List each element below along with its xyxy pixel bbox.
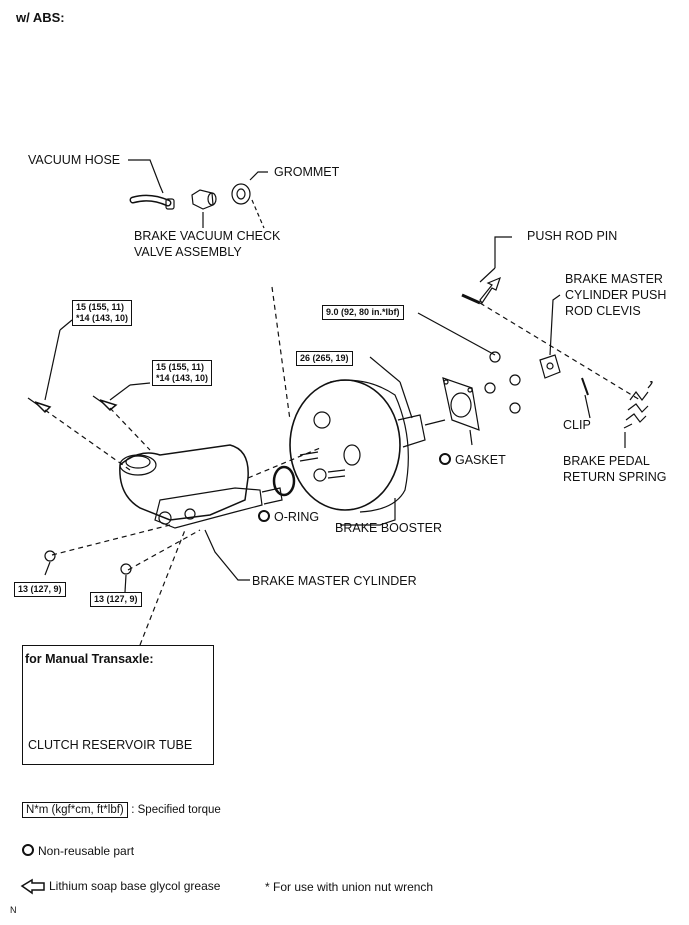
torque-spec-6: 13 (127, 9)	[90, 592, 142, 607]
clevis-label-1: BRAKE MASTER	[565, 272, 663, 286]
gasket-drawing	[442, 377, 480, 431]
torque-spec-5: 13 (127, 9)	[14, 582, 66, 597]
gasket-label: GASKET	[439, 453, 506, 468]
nonreusable-legend: Non-reusable part	[22, 844, 134, 859]
torque-legend: N*m (kgf*cm, ft*lbf) : Specified torque	[22, 802, 221, 818]
torque-spec-2: 15 (155, 11) *14 (143, 10)	[152, 360, 213, 386]
torque-spec-3: 9.0 (92, 80 in.*lbf)	[322, 305, 404, 320]
booster-label: BRAKE BOOSTER	[335, 521, 442, 535]
nonreusable-text: Non-reusable part	[38, 844, 135, 858]
clevis-drawing	[539, 294, 561, 379]
brake-booster-drawing	[289, 379, 446, 513]
torque-unit-box: N*m (kgf*cm, ft*lbf)	[22, 802, 128, 818]
clevis-label-3: ROD CLEVIS	[565, 304, 641, 318]
gasket-text: GASKET	[455, 453, 506, 467]
nonreusable-icon	[258, 510, 270, 522]
push-rod-pin-label: PUSH ROD PIN	[527, 229, 618, 243]
inset-title: for Manual Transaxle:	[25, 652, 154, 666]
inset-label: CLUTCH RESERVOIR TUBE	[28, 738, 193, 752]
vacuum-hose-label: VACUUM HOSE	[28, 153, 121, 167]
torque-spec-1: 15 (155, 11) *14 (143, 10)	[72, 300, 133, 326]
torque-spec-2-line1: 15 (155, 11)	[156, 362, 205, 372]
page-title: w/ ABS:	[16, 10, 65, 25]
torque-spec-4: 26 (265, 19)	[296, 351, 353, 366]
clip-label: CLIP	[563, 418, 591, 432]
check-valve-label-2: VALVE ASSEMBLY	[134, 245, 242, 259]
push-rod-pin-drawing	[461, 236, 512, 305]
o-ring-text: O-RING	[274, 510, 320, 524]
check-valve-drawing	[191, 189, 217, 228]
torque-spec-1-line2: *14 (143, 10)	[76, 313, 129, 323]
o-ring-label: O-RING	[258, 510, 319, 525]
spring-drawing	[623, 381, 653, 448]
union-note: * For use with union nut wrench	[265, 880, 434, 894]
nonreusable-icon	[439, 453, 451, 465]
master-cylinder-label: BRAKE MASTER CYLINDER	[252, 574, 417, 588]
clevis-label-2: CYLINDER PUSH	[565, 288, 667, 302]
torque-spec-2-line2: *14 (143, 10)	[156, 373, 209, 383]
grease-legend: Lithium soap base glycol grease	[49, 879, 221, 893]
spring-label-1: BRAKE PEDAL	[563, 454, 650, 468]
spring-label-2: RETURN SPRING	[563, 470, 667, 484]
grommet-drawing	[231, 171, 268, 229]
torque-spec-1-line1: 15 (155, 11)	[76, 302, 125, 312]
grommet-label: GROMMET	[274, 165, 340, 179]
vacuum-hose-drawing	[128, 159, 175, 210]
check-valve-label-1: BRAKE VACUUM CHECK	[134, 229, 281, 243]
manual-transaxle-inset: for Manual Transaxle: CLUTCH RESERVOIR T…	[22, 645, 214, 765]
footer-code: N	[10, 905, 17, 915]
master-cylinder-drawing	[119, 444, 283, 529]
torque-desc: : Specified torque	[131, 804, 221, 816]
nonreusable-icon	[22, 844, 34, 856]
